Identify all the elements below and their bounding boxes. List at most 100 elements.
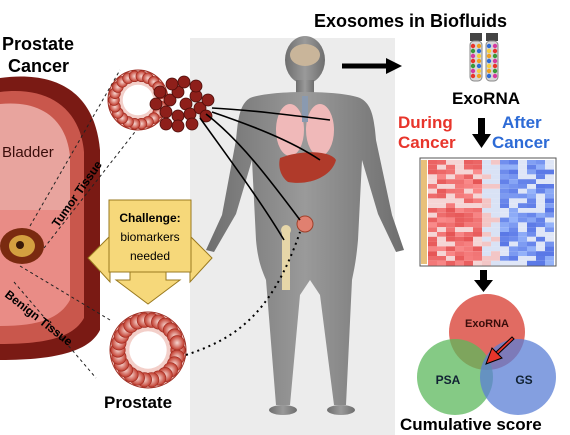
- tumor-cell: [159, 117, 173, 131]
- heatmap-cell: [500, 160, 509, 165]
- heatmap-row-annotation: [421, 160, 427, 264]
- exosome-bead: [486, 68, 492, 74]
- heatmap-cell: [446, 217, 455, 223]
- heatmap-cell: [491, 246, 500, 252]
- heatmap-cell: [545, 241, 554, 247]
- brain-organ: [290, 44, 320, 66]
- heatmap-cell: [446, 188, 455, 194]
- heatmap-cell: [527, 246, 536, 252]
- heatmap-cell: [482, 184, 491, 189]
- heatmap-cell: [500, 198, 509, 204]
- venn-label-exorna: ExoRNA: [465, 318, 509, 330]
- heatmap-cell: [482, 227, 491, 232]
- heatmap-cell: [455, 169, 464, 175]
- heatmap-cell: [473, 208, 482, 213]
- heatmap-cell: [482, 241, 491, 247]
- prostate-cancer-heading-1: Prostate: [2, 34, 74, 54]
- femur-bone: [282, 230, 290, 290]
- right-lung-organ: [306, 104, 334, 156]
- heatmap-cell: [536, 227, 545, 232]
- heatmap-cell: [527, 260, 536, 266]
- heatmap-cell: [473, 184, 482, 189]
- heatmap-cell: [500, 203, 509, 208]
- tumor-cell: [177, 75, 191, 89]
- heatmap-cell: [491, 203, 500, 208]
- heatmap-cell: [428, 232, 437, 237]
- heatmap-cell: [491, 227, 500, 232]
- heatmap-cell: [545, 217, 554, 223]
- heatmap-cell: [536, 160, 545, 165]
- heatmap-cell: [446, 198, 455, 204]
- heatmap-cell: [509, 236, 518, 242]
- heatmap-cell: [446, 236, 455, 242]
- arrow-down-1: [478, 118, 485, 136]
- heatmap-cell: [536, 179, 545, 184]
- exorna-label: ExoRNA: [452, 89, 520, 108]
- exosome-bead: [476, 63, 482, 69]
- heatmap-cell: [437, 169, 446, 175]
- heatmap-cell: [428, 227, 437, 232]
- heatmap-cell: [428, 169, 437, 175]
- heatmap-cell: [518, 160, 527, 165]
- heatmap-cell: [536, 203, 545, 208]
- heatmap-cell: [500, 251, 509, 256]
- tumor-cell: [149, 97, 163, 111]
- heatmap-cell: [437, 179, 446, 184]
- heatmap-cell: [446, 227, 455, 232]
- heatmap-cell: [527, 184, 536, 189]
- heatmap-cell: [437, 232, 446, 237]
- heatmap-cell: [491, 164, 500, 170]
- heatmap-cell: [464, 198, 473, 204]
- heatmap-cell: [545, 236, 554, 242]
- heatmap-cell: [437, 164, 446, 170]
- heatmap-cell: [527, 236, 536, 242]
- heatmap-cell: [545, 246, 554, 252]
- heatmap-cell: [455, 198, 464, 204]
- heatmap-cell: [509, 246, 518, 252]
- heatmap-cell: [464, 236, 473, 242]
- heatmap-cell: [491, 198, 500, 204]
- heatmap-cell: [446, 203, 455, 208]
- heatmap-cell: [491, 188, 500, 194]
- heatmap-cell: [437, 222, 446, 228]
- exosome-bead: [492, 63, 498, 69]
- heatmap-cell: [428, 212, 437, 218]
- heatmap-cell: [545, 160, 554, 165]
- heatmap-cell: [509, 208, 518, 213]
- heatmap-cell: [527, 188, 536, 194]
- heatmap-cell: [545, 203, 554, 208]
- heatmap-cell: [536, 260, 545, 266]
- venn-label-gs: GS: [515, 373, 532, 387]
- heatmap-cell: [428, 222, 437, 228]
- exosome-bead: [476, 73, 482, 79]
- heatmap-cell: [536, 222, 545, 228]
- heatmap-cell: [545, 260, 554, 266]
- heatmap-cell: [464, 232, 473, 237]
- heatmap-cell: [482, 236, 491, 242]
- heatmap-cell: [482, 174, 491, 180]
- exosome-bead: [492, 48, 498, 54]
- heatmap-cell: [473, 246, 482, 252]
- challenge-line-1: Challenge:: [119, 211, 180, 225]
- benign-prostate-image: [109, 311, 187, 389]
- heatmap-cell: [455, 164, 464, 170]
- heatmap-cell: [518, 222, 527, 228]
- heatmap-cell: [455, 222, 464, 228]
- heatmap-cell: [437, 174, 446, 180]
- heatmap-cell: [509, 227, 518, 232]
- heatmap-cell: [536, 236, 545, 242]
- heatmap-cell: [455, 232, 464, 237]
- heatmap-cell: [518, 184, 527, 189]
- arrow-down-2: [480, 270, 487, 282]
- tissue-ring-lumen: [122, 84, 154, 116]
- heatmap-cell: [500, 222, 509, 228]
- exosome-bead: [470, 68, 476, 74]
- heatmap-cell: [491, 193, 500, 199]
- heatmap-cell: [482, 212, 491, 218]
- tissue-ring-lumen: [129, 331, 167, 369]
- heatmap-cell: [527, 174, 536, 180]
- heatmap-cell: [545, 164, 554, 170]
- heatmap-cell: [518, 193, 527, 199]
- tumor-cell: [201, 93, 215, 107]
